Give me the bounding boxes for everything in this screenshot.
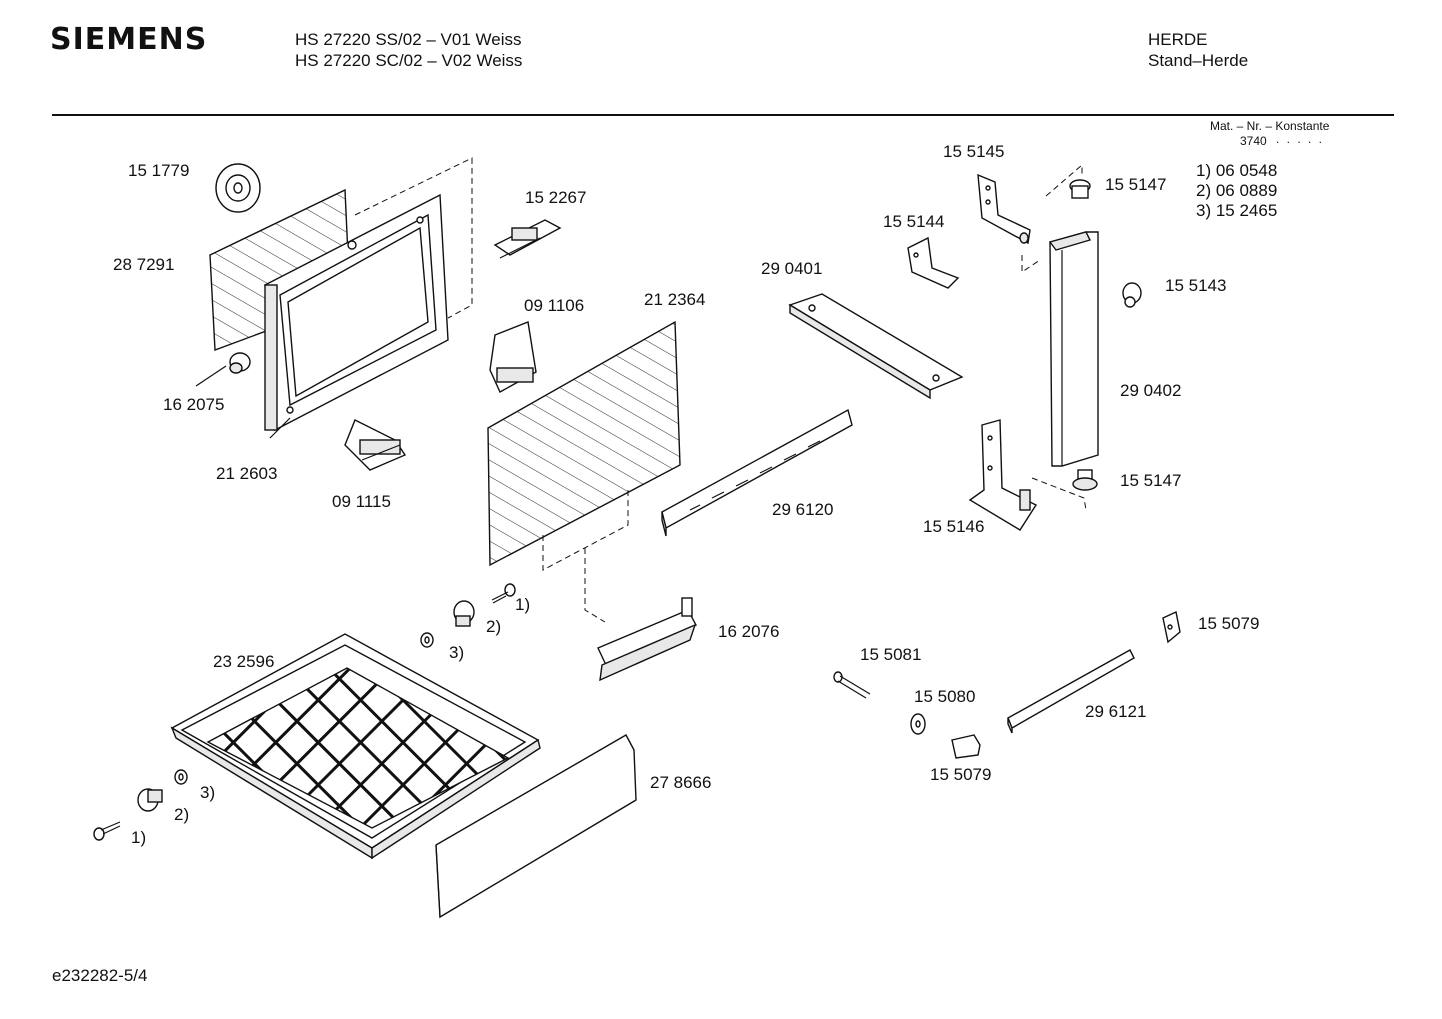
hinge-bracket-162076 <box>597 597 697 682</box>
bushing-bottom-155147 <box>1072 469 1098 491</box>
column-290402 <box>1048 231 1099 467</box>
label-162075: 16 2075 <box>163 395 224 414</box>
category-subtitle: Stand–Herde <box>1148 51 1249 70</box>
rail-296121 <box>1007 649 1135 734</box>
washer-155080 <box>910 713 926 735</box>
label-footnote-3-upper: 3) <box>449 643 464 662</box>
label-footnote-2-upper: 2) <box>486 617 501 636</box>
inner-glass-212364 <box>487 320 681 567</box>
knob-lower <box>137 788 163 812</box>
column-top-dash <box>1045 163 1083 197</box>
footnote-3: 3) 15 2465 <box>1196 201 1278 220</box>
footnote-2: 2) 06 0889 <box>1196 181 1278 200</box>
label-155079-lower: 15 5079 <box>930 765 991 784</box>
label-155144: 15 5144 <box>883 212 944 231</box>
label-162076: 16 2076 <box>718 622 779 641</box>
washer-lower <box>174 769 188 785</box>
label-155080: 15 5080 <box>914 687 975 706</box>
label-footnote-3-lower: 3) <box>200 783 215 802</box>
screw-155081 <box>833 671 871 699</box>
material-number-dots: . . . . . <box>1276 132 1325 146</box>
label-155146: 15 5146 <box>923 517 984 536</box>
label-278666: 27 8666 <box>650 773 711 792</box>
label-155147-bottom: 15 5147 <box>1120 471 1181 490</box>
label-155081: 15 5081 <box>860 645 921 664</box>
label-footnote-1-lower: 1) <box>131 828 146 847</box>
washer-upper <box>420 632 434 648</box>
bracket-155144 <box>907 236 960 289</box>
part-labels: 15 1779 28 7291 16 2075 21 2603 09 1115 … <box>113 142 1259 847</box>
rail-296120 <box>661 408 853 537</box>
label-232596: 23 2596 <box>213 652 274 671</box>
clip-155079-upper <box>1162 610 1181 644</box>
label-footnote-2-lower: 2) <box>174 805 189 824</box>
bushing-top-155147 <box>1069 179 1091 199</box>
hinge-091115 <box>344 419 407 471</box>
label-212603: 21 2603 <box>216 464 277 483</box>
header-divider <box>52 114 1394 116</box>
tray-232596 <box>170 633 541 860</box>
label-212364: 21 2364 <box>644 290 705 309</box>
bushing-155143 <box>1122 282 1142 308</box>
label-296121: 29 6121 <box>1085 702 1146 721</box>
knob-upper <box>453 600 475 627</box>
hinge-dash-guide <box>584 548 606 623</box>
door-frame <box>264 193 449 432</box>
rail-290401 <box>788 293 964 400</box>
latch-152267 <box>493 219 562 259</box>
label-155147-top: 15 5147 <box>1105 175 1166 194</box>
door-knob-cap <box>215 163 261 213</box>
material-number-value: 3740 <box>1240 134 1267 148</box>
screw-upper <box>491 583 516 604</box>
footnote-1: 1) 06 0548 <box>1196 161 1278 180</box>
model-line-1: HS 27220 SS/02 – V01 Weiss <box>295 30 522 49</box>
screw-lower <box>93 821 121 841</box>
label-091106: 09 1106 <box>524 296 584 315</box>
glass-dash-guide <box>542 490 629 571</box>
label-290401: 29 0401 <box>761 259 822 278</box>
bracket-155145 <box>977 173 1031 245</box>
label-287291: 28 7291 <box>113 255 174 274</box>
bracket-155146 <box>968 419 1038 531</box>
label-152267: 15 2267 <box>525 188 586 207</box>
label-290402: 29 0402 <box>1120 381 1181 400</box>
door-pin <box>229 352 251 374</box>
brand-logo: SIEMENS <box>50 22 208 57</box>
label-155079-upper: 15 5079 <box>1198 614 1259 633</box>
label-footnote-1-upper: 1) <box>515 595 530 614</box>
model-line-2: HS 27220 SC/02 – V02 Weiss <box>295 51 523 70</box>
label-155145: 15 5145 <box>943 142 1004 161</box>
category-title: HERDE <box>1148 30 1208 49</box>
hinge-091106 <box>489 321 537 393</box>
label-091115: 09 1115 <box>332 492 391 511</box>
clip-155079-lower <box>951 734 981 759</box>
door-dash-guide <box>354 157 473 319</box>
label-155143: 15 5143 <box>1165 276 1226 295</box>
label-151779: 15 1779 <box>128 161 189 180</box>
label-296120: 29 6120 <box>772 500 833 519</box>
drawer-front-278666 <box>435 734 637 919</box>
bracket-dash <box>1021 255 1041 273</box>
material-number-label: Mat. – Nr. – Konstante <box>1210 119 1330 133</box>
column-bottom-dash <box>1031 477 1087 511</box>
document-id: e232282-5/4 <box>52 966 148 985</box>
